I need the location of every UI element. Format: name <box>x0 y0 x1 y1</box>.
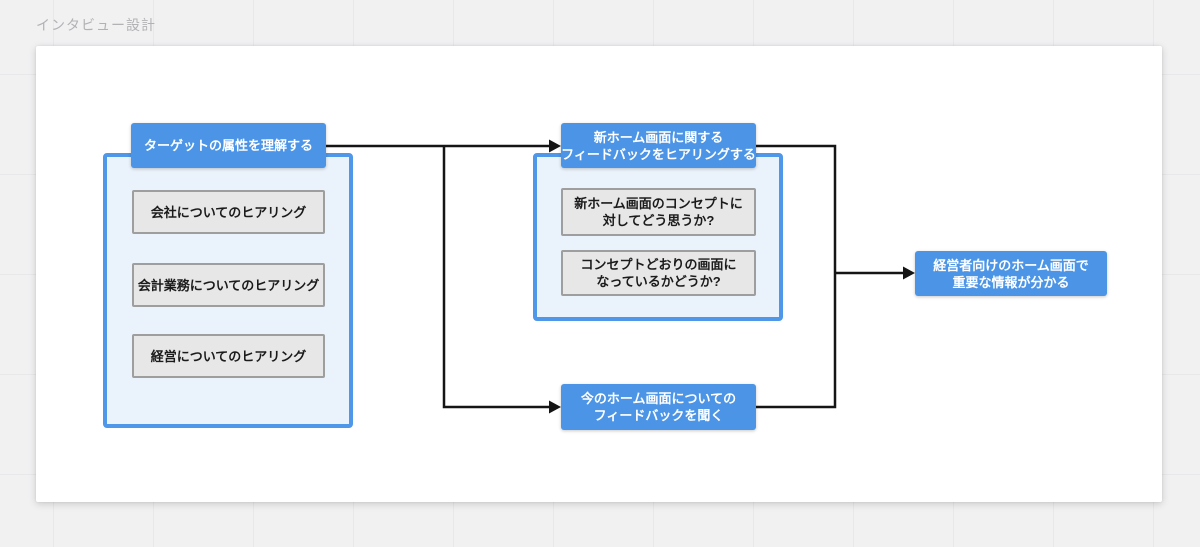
node-hearing-accounting[interactable]: 会計業務についてのヒアリング <box>132 263 325 307</box>
canvas-sheet[interactable]: ターゲットの属性を理解する 会社についてのヒアリング 会計業務についてのヒアリン… <box>36 46 1162 502</box>
node-concept-match[interactable]: コンセプトどおりの画面に なっているかどうか? <box>561 250 756 296</box>
node-newhome-feedback[interactable]: 新ホーム画面に関する フィードバックをヒアリングする <box>561 123 756 168</box>
node-hearing-company[interactable]: 会社についてのヒアリング <box>132 190 325 234</box>
connector-merge-to-goal[interactable] <box>835 266 915 280</box>
node-currenthome-feedback[interactable]: 今のホーム画面についての フィードバックを聞く <box>561 384 756 430</box>
node-hearing-management[interactable]: 経営についてのヒアリング <box>132 334 325 378</box>
node-understand-target[interactable]: ターゲットの属性を理解する <box>131 123 326 168</box>
connector-target-to-currenthome[interactable] <box>442 146 561 414</box>
node-goal[interactable]: 経営者向けのホーム画面で 重要な情報が分かる <box>915 251 1107 296</box>
section-title[interactable]: インタビュー設計 <box>36 17 156 33</box>
connector-merge-line[interactable] <box>756 144 837 409</box>
connector-layer <box>326 139 915 414</box>
node-concept-opinion[interactable]: 新ホーム画面のコンセプトに 対してどう思うか? <box>561 188 756 236</box>
connector-target-to-newhome[interactable] <box>326 139 561 153</box>
